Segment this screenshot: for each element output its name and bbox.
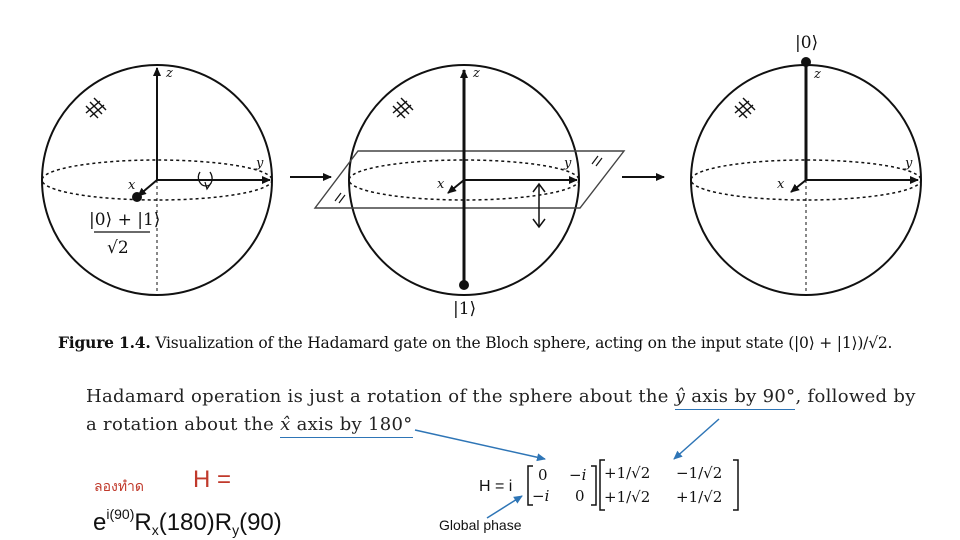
matrix-cell: −i — [569, 466, 587, 484]
matrix-cell: −i — [532, 487, 550, 505]
global-phase-label: Global phase — [439, 517, 522, 533]
state-point — [132, 192, 142, 202]
matrix-cell: −1/√2 — [676, 464, 723, 482]
hatch-icon — [734, 97, 756, 119]
ket-zero-label: |0⟩ — [795, 33, 818, 53]
y-axis-symbol: ŷ — [674, 386, 686, 407]
axis-z-label: z — [472, 66, 480, 81]
formula-ry-sub: y — [232, 522, 240, 538]
axis-z-label: z — [165, 66, 173, 81]
matrix-brackets — [527, 459, 739, 511]
axis-y-label: y — [563, 156, 572, 171]
explanation-text: , followed by — [795, 386, 916, 407]
axis-x-label: x — [777, 177, 785, 192]
axis-y-label: y — [255, 156, 264, 171]
formula-rx: R — [134, 509, 152, 536]
x-axis-symbol: x̂ — [280, 414, 291, 435]
bloch-sphere-output — [690, 57, 922, 296]
matrix-cell: 0 — [538, 466, 548, 484]
formula-ry-arg: (90) — [239, 509, 282, 536]
bloch-sphere-input — [41, 64, 273, 296]
matrix-cell: +1/√2 — [604, 488, 651, 506]
y-rotation-text: axis by 90° — [685, 386, 796, 407]
caption-text: Visualization of the Hadamard gate on th… — [155, 334, 893, 352]
state-point — [459, 280, 469, 290]
y-rotation-phrase: ŷ axis by 90° — [674, 386, 796, 410]
figure-caption: Figure 1.4. Visualization of the Hadamar… — [58, 333, 892, 352]
hatch-icon — [85, 97, 107, 119]
formula-rx-sub: x — [151, 522, 159, 538]
axis-x-label: x — [437, 177, 445, 192]
h-equals-label: H = — [193, 466, 232, 493]
explanation-line-2: a rotation about the x̂ axis by 180° — [86, 414, 413, 438]
bloch-sphere-middle — [313, 64, 626, 296]
x-rotation-text: axis by 180° — [290, 414, 413, 435]
try-label: ลองทำด — [94, 479, 145, 495]
annotation-arrow — [414, 429, 546, 462]
formula-base: e — [93, 509, 107, 536]
flip-arrow-icon — [532, 182, 546, 229]
x-rotation-phrase: x̂ axis by 180° — [280, 414, 413, 438]
axis-y-label: y — [904, 156, 913, 171]
axis-x-label: x — [128, 178, 136, 193]
matrix-cell: 0 — [575, 487, 585, 505]
matrix-cell: +1/√2 — [676, 488, 723, 506]
state-point — [801, 57, 811, 67]
axis-z-label: z — [813, 67, 821, 82]
hatch-icon — [392, 97, 414, 119]
superposition-denominator: √2 — [107, 238, 129, 258]
hadamard-decomposition: ei(90)Rx(180)Ry(90) — [93, 506, 282, 538]
matrix-lhs: H = i — [479, 478, 513, 495]
caption-prefix: Figure 1.4. — [58, 333, 151, 352]
annotation-arrow — [486, 495, 523, 519]
annotation-arrow — [673, 418, 720, 460]
explanation-text: a rotation about the — [86, 414, 281, 435]
superposition-numerator: |0⟩ + |1⟩ — [89, 210, 160, 230]
matrix-cell: +1/√2 — [604, 464, 651, 482]
formula-ry: R — [214, 509, 233, 536]
formula-exponent: i(90) — [106, 506, 135, 522]
rotation-plane — [313, 150, 626, 209]
formula-rx-arg: (180) — [158, 509, 215, 536]
explanation-text: Hadamard operation is just a rotation of… — [86, 386, 675, 407]
ket-one-label: |1⟩ — [453, 299, 476, 319]
explanation-line-1: Hadamard operation is just a rotation of… — [86, 386, 916, 410]
